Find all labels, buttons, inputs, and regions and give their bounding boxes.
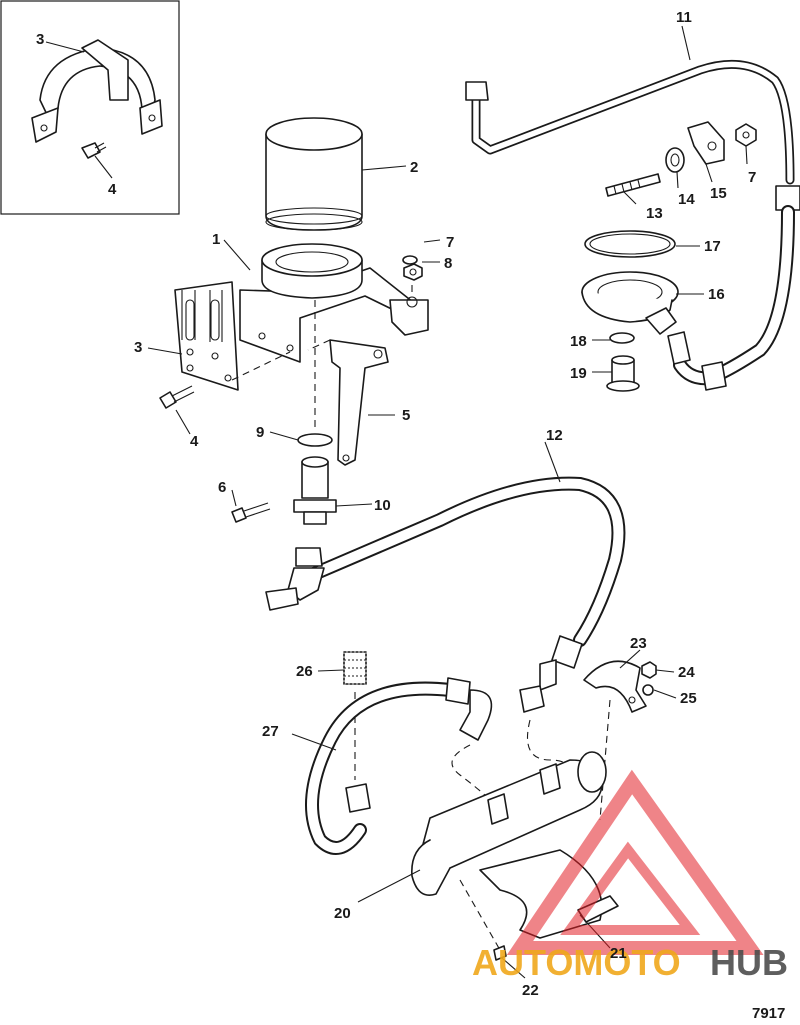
- callout-3-inset: 3: [36, 31, 44, 48]
- cover-seal: [584, 230, 676, 258]
- sleeve-fitting: [606, 355, 640, 392]
- callout-3: 3: [134, 339, 142, 356]
- watermark-triangle: [506, 769, 764, 955]
- callout-26: 26: [296, 663, 313, 680]
- callout-10: 10: [374, 497, 391, 514]
- callout-14: 14: [678, 191, 695, 208]
- drawing-number: 7917: [752, 1005, 785, 1022]
- strap-screw: [493, 945, 507, 961]
- watermark-hub-text: HUB: [710, 942, 788, 983]
- plug: [343, 651, 367, 685]
- callout-22: 22: [522, 982, 539, 999]
- inset-clamp-bracket: [31, 39, 163, 143]
- cooler-washer: [642, 684, 654, 696]
- filter-fitting: [293, 456, 337, 525]
- callout-labels: 3 4 1 2 3 4 5 6 7 8 9 10 11 12 13 14 15 …: [36, 9, 756, 999]
- callout-7-right: 7: [748, 169, 756, 186]
- filter-base-bracket: [239, 243, 429, 363]
- nut-right: [735, 123, 757, 147]
- callout-2: 2: [410, 159, 418, 176]
- fuel-filter-canister: [265, 117, 363, 231]
- callout-17: 17: [704, 238, 721, 255]
- callout-23: 23: [630, 635, 647, 652]
- callout-7-left: 7: [446, 234, 454, 251]
- callout-27: 27: [262, 723, 279, 740]
- callout-6: 6: [218, 479, 226, 496]
- fuel-cooler: [411, 751, 607, 896]
- plate-bolt: [159, 385, 195, 409]
- inset-box: [0, 0, 180, 215]
- screw: [231, 502, 271, 523]
- callout-21: 21: [610, 945, 627, 962]
- mounting-plate: [174, 281, 239, 391]
- callout-9: 9: [256, 424, 264, 441]
- callout-4: 4: [190, 433, 199, 450]
- inset-bolt: [81, 142, 107, 159]
- watermark-auto-text: AUTOMOTO: [472, 942, 681, 983]
- nut-left: [403, 263, 423, 281]
- callout-1: 1: [212, 231, 220, 248]
- fuel-line-upper: [465, 59, 800, 391]
- bracket-arm: [329, 339, 389, 466]
- callout-15: 15: [710, 185, 727, 202]
- callout-11: 11: [676, 9, 692, 26]
- leader-lines: [147, 25, 748, 979]
- filter-cover: [581, 271, 679, 335]
- stud-washer: [665, 147, 685, 173]
- o-ring: [297, 433, 333, 447]
- callout-12: 12: [546, 427, 563, 444]
- callout-13: 13: [646, 205, 663, 222]
- callout-5: 5: [402, 407, 410, 424]
- callout-19: 19: [570, 365, 587, 382]
- callout-8: 8: [444, 255, 452, 272]
- callout-25: 25: [680, 690, 697, 707]
- callout-20: 20: [334, 905, 351, 922]
- callout-18: 18: [570, 333, 587, 350]
- callout-4-inset: 4: [108, 181, 117, 198]
- cooler-hose: [305, 677, 493, 855]
- cooler-clamp-top: [583, 660, 647, 713]
- callout-16: 16: [708, 286, 725, 303]
- cooler-nut: [641, 661, 657, 679]
- sleeve-ring: [609, 332, 635, 344]
- stud: [605, 173, 661, 197]
- line-clamp: [687, 121, 725, 165]
- fuel-hose: [265, 476, 626, 713]
- washer-left: [402, 255, 418, 265]
- callout-24: 24: [678, 664, 695, 681]
- watermark: AUTOMOTO HUB: [472, 769, 788, 983]
